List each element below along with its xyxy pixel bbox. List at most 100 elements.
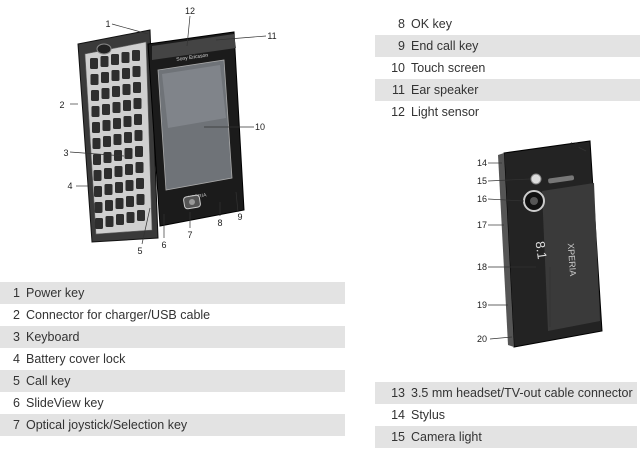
callout-number: 4 [67, 181, 72, 191]
legend-number: 5 [13, 374, 20, 388]
keyboard-key [115, 182, 123, 193]
legend-label: Camera light [411, 430, 482, 444]
legend-number: 15 [391, 430, 405, 444]
callout-number: 18 [477, 262, 487, 272]
keyboard-key [91, 106, 100, 117]
callout-number: 7 [187, 230, 192, 240]
keyboard-key [103, 136, 111, 147]
legend-label: OK key [411, 17, 452, 31]
callout-number: 15 [477, 176, 487, 186]
callout-number: 9 [237, 212, 242, 222]
legend-number: 6 [13, 396, 20, 410]
keyboard-key [90, 58, 98, 69]
callout-number: 12 [185, 6, 195, 16]
legend-label: Keyboard [26, 330, 80, 344]
callout-number: 10 [255, 122, 265, 132]
keyboard-key [105, 200, 113, 211]
legend-item: 9 End call key [375, 35, 640, 57]
headset-jack [96, 43, 112, 55]
keyboard-key [95, 218, 103, 229]
keyboard-key [122, 68, 130, 79]
callout-number: 5 [137, 246, 142, 256]
callout-number: 14 [477, 158, 487, 168]
legend-number: 10 [391, 61, 405, 75]
keyboard-key [113, 134, 122, 145]
legend-number: 11 [392, 83, 405, 97]
keyboard-key [116, 214, 124, 225]
legend-label: Ear speaker [411, 83, 479, 97]
legend-label: Power key [26, 286, 85, 300]
legend-item: 4 Battery cover lock [0, 348, 345, 370]
legend-label: Battery cover lock [26, 352, 126, 366]
legend-label: End call key [411, 39, 479, 53]
legend-label: Call key [26, 374, 71, 388]
keyboard-key [100, 56, 109, 67]
keyboard-key [135, 162, 144, 173]
legend-number: 3 [13, 330, 20, 344]
keyboard-key [136, 194, 145, 205]
keyboard-key [91, 90, 99, 101]
keyboard-key [114, 166, 123, 177]
legend-label: Stylus [411, 408, 446, 422]
legend-number: 4 [13, 352, 20, 366]
callout-number: 2 [59, 100, 64, 110]
keyboard-key [90, 74, 99, 85]
keyboard-key [123, 116, 132, 127]
brand-text: Sony Ericsson [176, 52, 209, 62]
callout-number: 20 [477, 334, 487, 344]
keyboard-key [135, 146, 143, 157]
keyboard-key [132, 50, 140, 61]
callout-number: 17 [477, 220, 487, 230]
keyboard-key [104, 184, 113, 195]
keyboard-key [113, 118, 121, 129]
callout-number: 3 [63, 148, 68, 158]
legend-label: Optical joystick/Selection key [26, 418, 188, 432]
legend-number: 9 [398, 39, 405, 53]
keyboard-key [126, 196, 134, 207]
keyboard-key [136, 178, 144, 189]
keyboard-key [125, 180, 134, 191]
keyboard-key [115, 198, 124, 209]
keyboard-key [121, 52, 130, 63]
keyboard-key [111, 70, 120, 81]
keyboard-key [133, 98, 142, 109]
keyboard-key [134, 130, 143, 141]
keyboard-key [104, 168, 112, 179]
keyboard-key [137, 210, 145, 221]
legend-label: Connector for charger/USB cable [26, 308, 211, 322]
legend-item: 15 Camera light [375, 426, 637, 448]
legend-item: 11 Ear speaker [375, 79, 640, 101]
legend-label: SlideView key [26, 396, 104, 410]
keyboard-key [133, 82, 141, 93]
keyboard-key [105, 216, 114, 227]
speaker-grille [548, 175, 575, 184]
camera-light [530, 173, 542, 185]
back-logo: XPERIA [566, 243, 578, 277]
legend-number: 7 [13, 418, 20, 432]
keyboard-key [132, 66, 141, 77]
legend-item: 6 SlideView key [0, 392, 345, 414]
keyboard-key [123, 100, 131, 111]
legend-number: 13 [391, 386, 405, 400]
back-leader-lines [487, 146, 587, 340]
legend-item: 1 Power key [0, 282, 345, 304]
legend-number: 1 [13, 286, 20, 300]
keyboard-key [93, 154, 101, 165]
callout-number: 1 [105, 19, 110, 29]
keyboard-key [124, 132, 132, 143]
callout-number: 6 [161, 240, 166, 250]
keyboard-key [103, 152, 112, 163]
keyboard-key [92, 122, 100, 133]
keyboard-key [125, 164, 133, 175]
keyboard-keys [90, 50, 145, 229]
keyboard-key [101, 88, 110, 99]
legend-item: 3 Keyboard [0, 326, 345, 348]
